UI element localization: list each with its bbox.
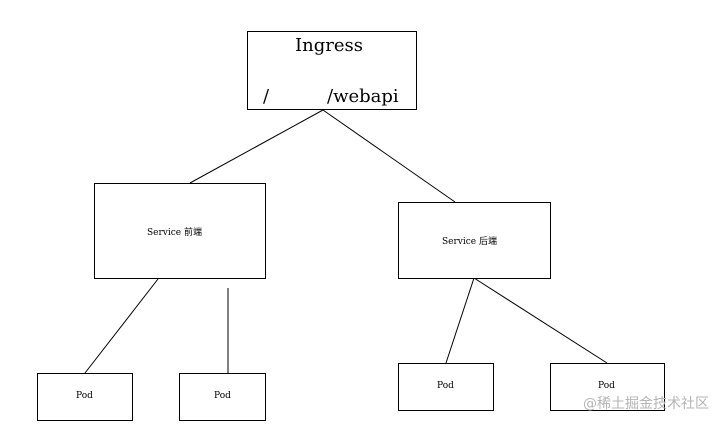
pod-node-3: Pod xyxy=(398,363,494,411)
service-frontend-label: Service 前端 xyxy=(147,228,202,238)
ingress-path-root: / xyxy=(263,86,270,107)
edge-backend-to-pod-4 xyxy=(473,277,608,364)
ingress-node: Ingress / /webapi xyxy=(247,31,417,110)
edge-backend-to-pod-3 xyxy=(445,277,475,364)
pod-node-2: Pod xyxy=(179,373,266,421)
pod-label: Pod xyxy=(598,381,615,391)
pod-node-4: Pod xyxy=(550,363,665,411)
service-frontend-node: Service 前端 xyxy=(94,183,266,279)
pod-label: Pod xyxy=(76,391,93,401)
edge-ingress-to-backend xyxy=(322,109,456,203)
service-backend-node: Service 后端 xyxy=(398,202,551,279)
service-backend-label: Service 后端 xyxy=(442,237,497,247)
watermark-text: @稀土掘金技术社区 xyxy=(583,396,709,412)
pod-label: Pod xyxy=(437,381,454,391)
edge-ingress-to-frontend xyxy=(189,109,324,184)
ingress-title: Ingress xyxy=(295,35,363,56)
pod-label: Pod xyxy=(214,391,231,401)
ingress-path-webapi: /webapi xyxy=(327,86,399,107)
edge-frontend-to-pod-1 xyxy=(84,278,159,374)
pod-node-1: Pod xyxy=(37,373,133,421)
